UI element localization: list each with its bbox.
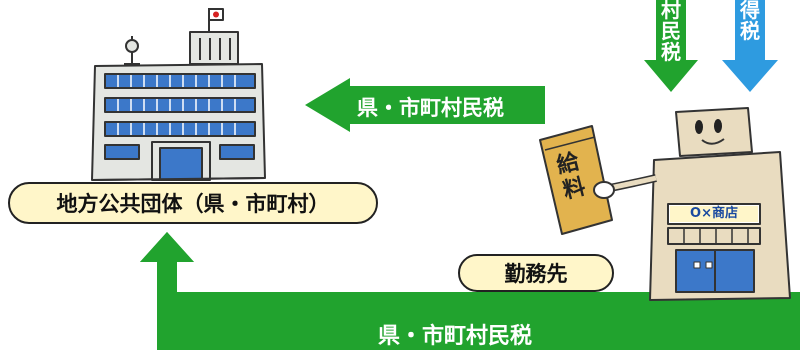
down-arrow-green: [644, 0, 698, 92]
down-arrow-blue: [722, 0, 778, 92]
bottom-arrow-label: 県・市町村民税: [378, 324, 533, 349]
bottom-green-arrow: [140, 232, 800, 350]
employer-store-icon: [539, 107, 791, 301]
blue-down-arrow-label: 得税: [740, 0, 760, 43]
salary-envelope-icon: [539, 125, 613, 235]
green-down-arrow-label: 村民税: [661, 0, 681, 64]
top-green-arrow: [305, 78, 545, 132]
top-arrow-label: 県・市町村民税: [357, 96, 504, 120]
shop-sign-text: O×商店: [690, 206, 738, 221]
government-label: 地方公共団体（県・市町村）: [8, 182, 378, 224]
government-building-icon: [91, 8, 266, 181]
employer-label: 勤務先: [458, 254, 614, 292]
